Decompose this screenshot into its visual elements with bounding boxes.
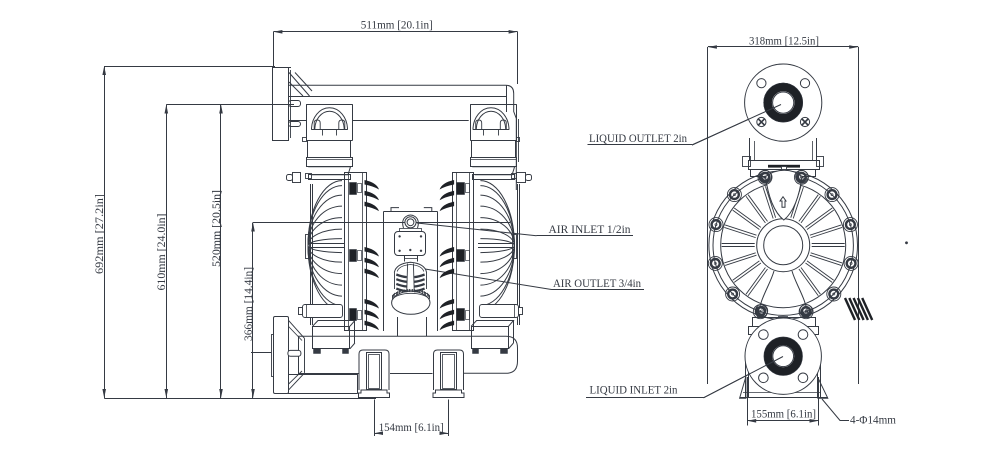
svg-text:AIR INLET 1/2in: AIR INLET 1/2in bbox=[549, 224, 631, 236]
svg-text:692mm [27.2in]: 692mm [27.2in] bbox=[94, 194, 106, 274]
svg-text:LIQUID OUTLET 2in: LIQUID OUTLET 2in bbox=[589, 133, 687, 145]
svg-text:318mm [12.5in]: 318mm [12.5in] bbox=[749, 36, 819, 48]
svg-text:AIR OUTLET 3/4in: AIR OUTLET 3/4in bbox=[553, 278, 641, 290]
svg-text:154mm [6.1in]: 154mm [6.1in] bbox=[379, 422, 444, 434]
svg-text:155mm [6.1in]: 155mm [6.1in] bbox=[751, 408, 816, 420]
svg-text:LIQUID INLET 2in: LIQUID INLET 2in bbox=[590, 384, 678, 396]
svg-text:610mm [24.0in]: 610mm [24.0in] bbox=[156, 214, 168, 291]
svg-text:4-Φ14mm: 4-Φ14mm bbox=[850, 415, 896, 427]
svg-text:366mm [14.4in]: 366mm [14.4in] bbox=[243, 267, 255, 341]
svg-text:520mm [20.5in]: 520mm [20.5in] bbox=[211, 190, 223, 267]
svg-text:511mm [20.1in]: 511mm [20.1in] bbox=[361, 20, 433, 32]
